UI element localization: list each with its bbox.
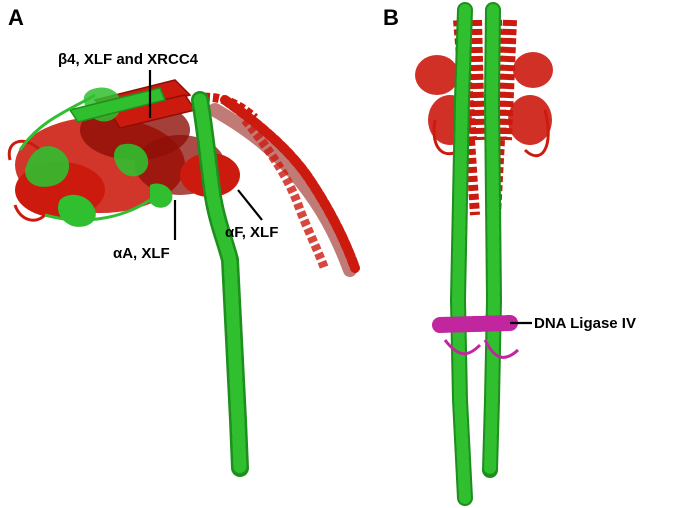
xlf-coiled-coils-b — [449, 2, 503, 506]
panel-b-structure — [415, 2, 553, 506]
xlf-coiled-coil-a — [191, 91, 249, 477]
xlf-head-domain-a — [18, 87, 173, 227]
alphaf-label: αF, XLF — [225, 224, 279, 241]
panel-a-structure — [7, 70, 360, 477]
leader-lines-a — [148, 70, 263, 240]
ligase-helix-b — [432, 315, 520, 359]
xrcc4-heads-b — [415, 19, 553, 216]
alphaa-label: αA, XLF — [113, 245, 170, 262]
ligase-label: DNA Ligase IV — [534, 315, 636, 332]
alphaf-leader — [237, 189, 263, 221]
beta4-label: β4, XLF and XRCC4 — [58, 51, 199, 68]
panel-label-b: B — [383, 5, 399, 30]
panel-label-a: A — [8, 5, 24, 30]
